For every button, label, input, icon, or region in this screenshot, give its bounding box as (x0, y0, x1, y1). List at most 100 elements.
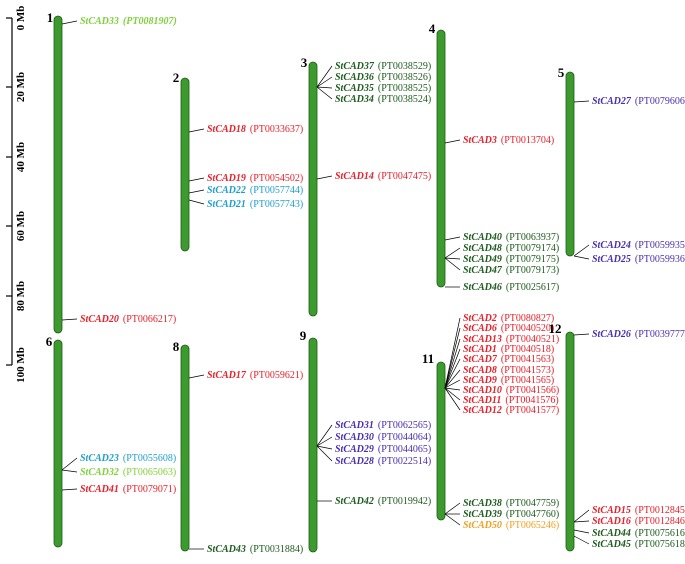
gene-label: StCAD47 (PT0079173) (463, 260, 559, 277)
gene-connector (573, 333, 590, 336)
gene-connector (573, 244, 590, 257)
gene-id: (PT0012846) (635, 516, 685, 527)
gene-label: StCAD14 (PT0047475) (335, 166, 431, 183)
gene-id: (PT0038526) (378, 72, 431, 83)
gene-id: (PT0047475) (378, 171, 431, 182)
gene-name: StCAD34 (335, 94, 374, 105)
chromosome-2 (180, 77, 190, 252)
gene-label: StCAD34 (PT0038524) (335, 89, 431, 106)
gene-id: (PT0059936) (635, 254, 685, 265)
gene-id: (PT0041566) (506, 385, 559, 396)
gene-id: (PT0079173) (506, 265, 559, 276)
gene-label: StCAD24 (PT0059935) (592, 235, 685, 252)
gene-connector (316, 424, 333, 447)
scale-label: 60 Mb (15, 211, 27, 241)
chromosome-label-3: 3 (301, 55, 308, 70)
gene-label: StCAD18 (PT0033637) (207, 119, 303, 136)
gene-label: StCAD28 (PT0022514) (335, 451, 431, 468)
gene-label: StCAD21 (PT0057743) (207, 194, 303, 211)
gene-connector (444, 247, 461, 259)
gene-label: StCAD15 (PT0012845) (592, 500, 685, 517)
gene-label: StCAD25 (PT0059936) (592, 249, 685, 266)
gene-connector (444, 358, 461, 389)
gene-label: StCAD41 (PT0079071) (80, 479, 176, 496)
chromosome-label-1: 1 (47, 10, 54, 25)
gene-connector (444, 139, 461, 144)
gene-name: StCAD28 (335, 456, 374, 467)
gene-name: StCAD48 (463, 243, 502, 254)
gene-label: StCAD36 (PT0038526) (335, 67, 431, 84)
gene-label: StCAD19 (PT0054502) (207, 168, 303, 185)
gene-id: (PT0075618) (635, 539, 685, 550)
gene-connector (188, 199, 205, 205)
gene-name: StCAD50 (463, 520, 502, 531)
gene-id: (PT0040518) (501, 344, 554, 355)
chromosome-4 (436, 29, 446, 288)
gene-label: StCAD48 (PT0079174) (463, 238, 559, 255)
gene-name: StCAD40 (463, 232, 502, 243)
gene-label: StCAD1 (PT0040518) (463, 339, 554, 356)
gene-name: StCAD38 (463, 498, 502, 509)
gene-label: StCAD33 (PT0081907) (80, 11, 177, 28)
gene-id: (PT0039777) (635, 329, 685, 340)
gene-name: StCAD37 (335, 61, 375, 72)
gene-connector (61, 469, 78, 473)
chromosome-label-2: 2 (173, 70, 180, 85)
gene-id: (PT0041576) (505, 395, 558, 406)
gene-label: StCAD39 (PT0047760) (463, 504, 559, 521)
gene-id: (PT0057743) (250, 199, 303, 210)
gene-connector (444, 236, 461, 241)
gene-name: StCAD33 (80, 16, 119, 27)
gene-label: StCAD37 (PT0038529) (335, 56, 431, 73)
gene-connector (444, 379, 461, 389)
gene-id: (PT0038524) (378, 94, 431, 105)
gene-connector (444, 257, 461, 260)
chromosome-12 (565, 331, 575, 552)
gene-connector (573, 535, 590, 545)
gene-id: (PT0065063) (123, 467, 176, 478)
gene-connector (444, 369, 461, 389)
gene-name: StCAD22 (207, 185, 246, 196)
gene-label: StCAD42 (PT0019942) (335, 491, 431, 508)
gene-id: (PT0081907) (123, 16, 177, 27)
gene-name: StCAD36 (335, 72, 374, 83)
gene-label: StCAD30 (PT0044064) (335, 427, 431, 444)
gene-connector (573, 509, 590, 523)
gene-id: (PT0079071) (123, 484, 176, 495)
chromosome-9 (308, 337, 318, 553)
gene-label: StCAD9 (PT0041565) (463, 370, 554, 387)
gene-label: StCAD7 (PT0041563) (463, 349, 554, 366)
gene-label: StCAD2 (PT0080827) (463, 308, 554, 325)
gene-connector (573, 529, 590, 534)
gene-id: (PT0031884) (250, 544, 303, 555)
gene-id: (PT0059935) (635, 240, 685, 251)
gene-id: (PT0038529) (378, 61, 431, 72)
gene-connector (316, 86, 333, 89)
gene-id: (PT0041573) (501, 365, 554, 376)
gene-id: (PT0079174) (506, 243, 559, 254)
gene-id: (PT0062565) (378, 420, 431, 431)
gene-id: (PT0041577) (506, 405, 559, 416)
gene-connector (444, 387, 461, 411)
gene-name: StCAD19 (207, 173, 246, 184)
gene-name: StCAD47 (463, 265, 503, 276)
gene-name: StCAD49 (463, 254, 502, 265)
gene-connector (316, 65, 333, 88)
gene-id: (PT0040520) (501, 323, 554, 334)
gene-name: StCAD25 (592, 254, 631, 265)
gene-connector (188, 177, 205, 182)
chromosome-5 (565, 71, 575, 257)
gene-label: StCAD20 (PT0066217) (80, 309, 176, 326)
gene-id: (PT0013704) (501, 135, 554, 146)
chromosome-11 (436, 361, 446, 521)
gene-id: (PT0044064) (378, 432, 431, 443)
gene-connector (316, 445, 333, 450)
gene-name: StCAD31 (335, 420, 374, 431)
gene-label: StCAD3 (PT0013704) (463, 130, 554, 147)
gene-id: (PT0063937) (506, 232, 559, 243)
gene-connector (61, 318, 78, 321)
gene-label: StCAD16 (PT0012846) (592, 511, 685, 528)
gene-id: (PT0057744) (250, 185, 303, 196)
gene-name: StCAD21 (207, 199, 246, 210)
